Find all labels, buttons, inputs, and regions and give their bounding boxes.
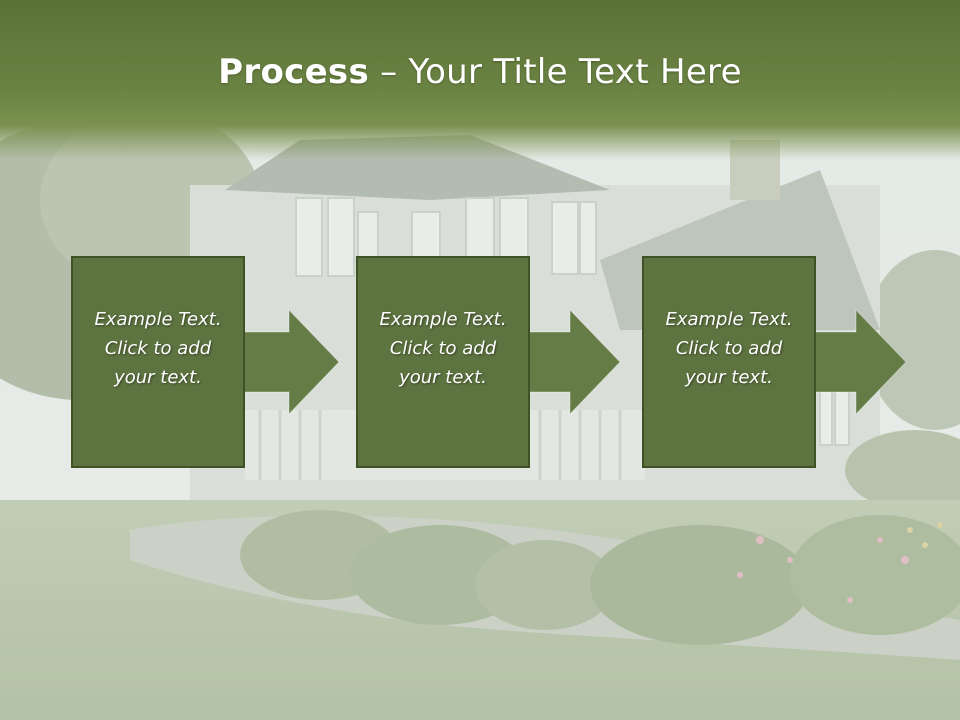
process-step-3[interactable]: Example Text. Click to add your text. (642, 256, 907, 468)
step-arrow-2 (356, 256, 621, 468)
step-arrow-1 (71, 256, 340, 468)
title-rest-part: – Your Title Text Here (369, 52, 742, 92)
slide-title[interactable]: Process – Your Title Text Here (0, 52, 960, 92)
process-step-2[interactable]: Example Text. Click to add your text. (356, 256, 621, 468)
step-text-1[interactable]: Example Text. Click to add your text. (94, 308, 222, 388)
process-step-1[interactable]: Example Text. Click to add your text. (71, 256, 340, 468)
step-text-2[interactable]: Example Text. Click to add your text. (379, 308, 507, 388)
step-text-3[interactable]: Example Text. Click to add your text. (665, 308, 793, 388)
title-bar (0, 0, 960, 160)
title-bold-part: Process (218, 52, 370, 92)
step-arrow-3 (642, 256, 907, 468)
